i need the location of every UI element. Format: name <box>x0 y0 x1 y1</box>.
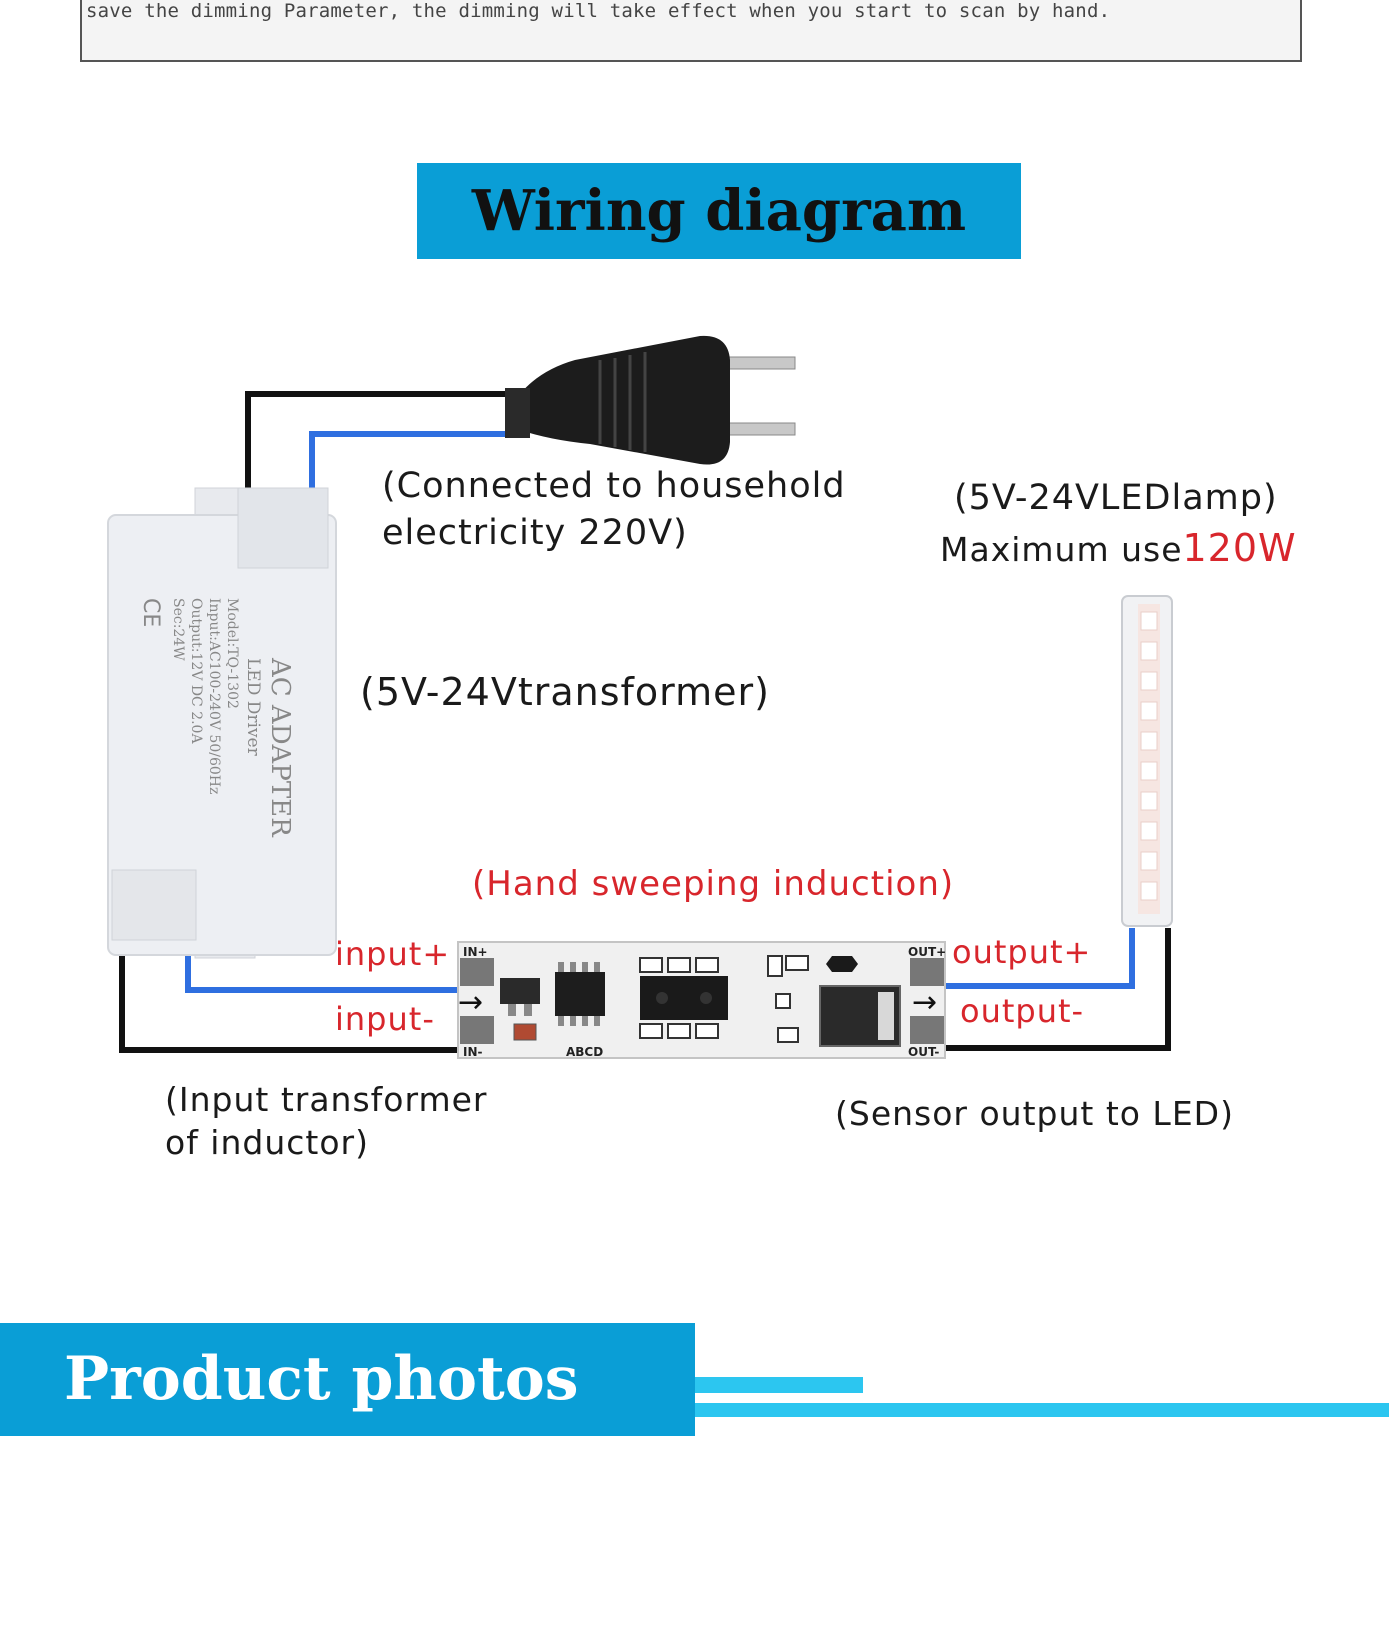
wires <box>119 391 1171 1053</box>
lamp-label-line2: Maximum use120W <box>940 526 1297 570</box>
board-out-arrow-icon: → <box>912 985 937 1020</box>
product-photos-title: Product photos <box>64 1344 579 1414</box>
output-minus-wire <box>945 928 1171 1051</box>
hand-sweeping-label: (Hand sweeping induction) <box>472 864 955 904</box>
input-transformer-label-line1: (Input transformer <box>165 1080 488 1119</box>
adapter-input: Input:AC100-240V 50/60Hz <box>206 598 222 794</box>
product-photos-banner: Product photos <box>0 1323 695 1436</box>
output-minus-label: output- <box>960 992 1085 1030</box>
input-plus-label: input+ <box>335 935 451 973</box>
adapter-label: AC ADAPTER LED Driver Model:TQ-1302 Inpu… <box>138 598 295 838</box>
top-note-text: save the dimming Parameter, the dimming … <box>86 0 1111 22</box>
household-label-line2: electricity 220V) <box>382 513 688 553</box>
board-in-plus: IN+ <box>463 945 488 959</box>
adapter-ce-mark: CE <box>138 598 163 627</box>
ac-adapter <box>107 487 337 959</box>
wiring-diagram-title: Wiring diagram <box>471 178 967 244</box>
board-abcd-label: ABCD <box>566 1045 603 1059</box>
adapter-output: Output:12V DC 2.0A <box>188 598 204 744</box>
adapter-title: AC ADAPTER <box>265 657 295 838</box>
input-minus-label: input- <box>335 1000 435 1038</box>
adapter-subtitle: LED Driver <box>243 658 263 757</box>
lamp-max-use-text: Maximum use <box>940 530 1183 569</box>
led-lamp <box>1121 595 1173 927</box>
plug-blue-wire <box>309 431 530 490</box>
board-out-minus: OUT- <box>908 1045 939 1059</box>
plug-black-wire <box>245 391 530 490</box>
input-minus-wire <box>119 945 462 1053</box>
transformer-label: (5V-24Vtransformer) <box>360 670 770 714</box>
sensor-output-label: (Sensor output to LED) <box>835 1094 1234 1133</box>
adapter-sec: Sec:24W <box>170 598 186 661</box>
power-plug-icon <box>505 335 796 465</box>
adapter-model: Model:TQ-1302 <box>224 598 240 709</box>
accent-bar-long <box>695 1403 1389 1417</box>
input-plus-wire <box>185 945 462 993</box>
output-plus-wire <box>945 928 1135 989</box>
input-transformer-label-line2: of inductor) <box>165 1123 369 1162</box>
top-note-box: save the dimming Parameter, the dimming … <box>80 0 1302 62</box>
accent-bar-short <box>695 1377 863 1393</box>
lamp-label-line1: (5V-24VLEDlamp) <box>954 478 1278 518</box>
sensor-board: IN+ IN- → ABCD OUT+ OUT- → <box>457 941 946 1059</box>
board-in-arrow-icon: → <box>458 985 483 1020</box>
output-plus-label: output+ <box>952 933 1092 971</box>
board-out-plus: OUT+ <box>908 945 946 959</box>
household-label-line1: (Connected to household <box>382 466 846 506</box>
lamp-power-value: 120W <box>1182 526 1297 570</box>
wiring-diagram-banner: Wiring diagram <box>417 163 1021 259</box>
board-in-minus: IN- <box>463 1045 483 1059</box>
